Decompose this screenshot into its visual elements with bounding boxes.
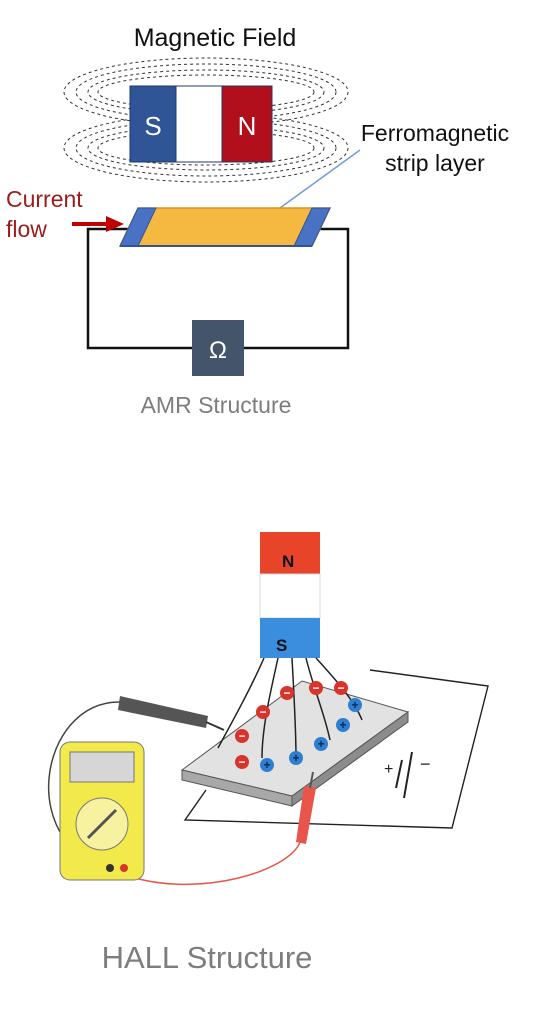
hall-plate	[180, 680, 410, 807]
hall-bar-magnet: N S	[259, 532, 321, 658]
hall-magnet-middle	[259, 573, 321, 619]
magnet-north-pole	[221, 85, 273, 163]
charge-sign: +	[292, 751, 299, 765]
charge-sign: −	[259, 705, 266, 719]
charge-sign: +	[317, 737, 324, 751]
ferromagnetic-label-line1: Ferromagnetic	[360, 120, 510, 146]
charge-sign: +	[263, 758, 270, 772]
hall-caption: HALL Structure	[101, 940, 313, 975]
multimeter	[59, 741, 145, 881]
charge-sign: −	[238, 755, 245, 769]
current-flow-arrow	[72, 216, 124, 232]
multimeter-black-jack	[106, 864, 114, 872]
current-flow-label: Current flow	[6, 184, 83, 244]
ferromagnetic-label-line2: strip layer	[385, 150, 485, 176]
magnet-south-label: S	[144, 111, 161, 141]
amr-bar-magnet: S N	[129, 85, 273, 163]
ohmmeter: Ω	[192, 320, 244, 376]
ferromagnetic-label: Ferromagnetic strip layer	[330, 118, 540, 178]
multimeter-display	[69, 751, 135, 783]
hall-magnet-south-label: S	[276, 636, 287, 655]
charge-sign: −	[238, 729, 245, 743]
magnet-south-pole	[129, 85, 177, 163]
magnet-north-label: N	[238, 111, 257, 141]
charge-sign: −	[337, 681, 344, 695]
ohm-symbol: Ω	[209, 337, 227, 364]
red-probe	[124, 771, 316, 886]
negative-charges: −−−−−−	[235, 681, 348, 769]
hall-charges: −−−−−− +++++	[235, 681, 362, 772]
charge-sign: −	[312, 681, 319, 695]
charge-sign: +	[351, 698, 358, 712]
battery-minus: −	[420, 754, 431, 774]
amr-caption: AMR Structure	[140, 392, 292, 418]
hall-magnet-north	[260, 532, 320, 574]
hall-magnet-north-label: N	[282, 552, 294, 571]
multimeter-red-jack	[120, 864, 128, 872]
ferromagnetic-strip	[118, 207, 332, 247]
positive-charges: + + + + +	[260, 698, 362, 772]
charge-sign: −	[283, 686, 290, 700]
charge-sign: +	[339, 718, 346, 732]
magnetic-field-title: Magnetic Field	[133, 24, 297, 52]
hall-magnet-south	[260, 618, 320, 658]
current-flow-label-line1: Current	[6, 186, 83, 212]
hall-circuit	[183, 669, 489, 829]
battery-plus: +	[384, 761, 393, 778]
current-flow-label-line2: flow	[6, 216, 47, 242]
